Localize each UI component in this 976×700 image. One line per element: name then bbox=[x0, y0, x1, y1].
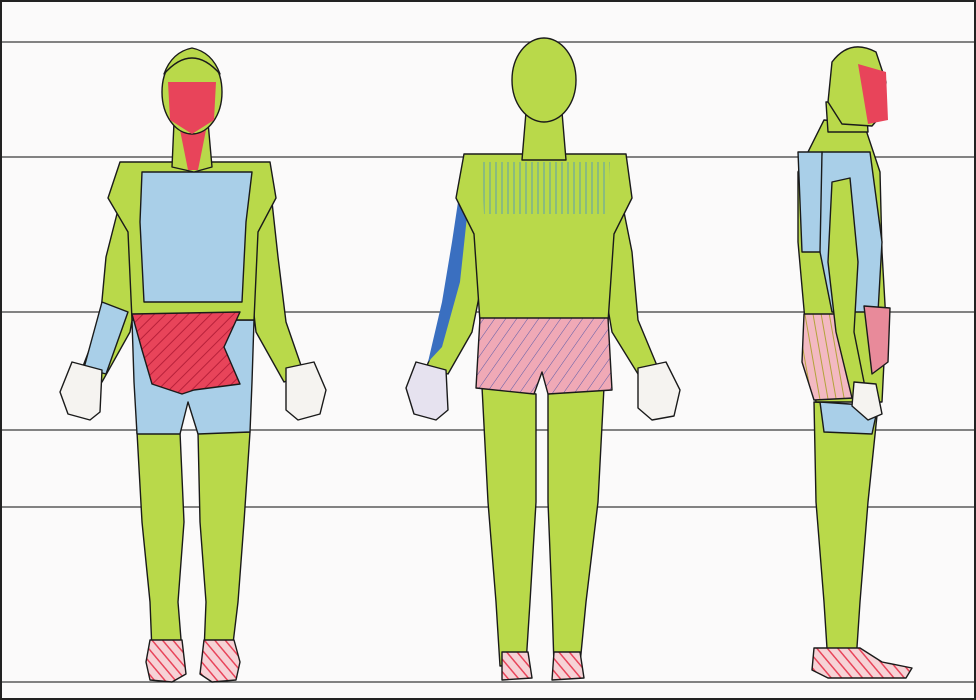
back-view-figure bbox=[406, 38, 680, 680]
front-view-figure bbox=[60, 48, 326, 682]
side-view-figure bbox=[798, 47, 912, 678]
